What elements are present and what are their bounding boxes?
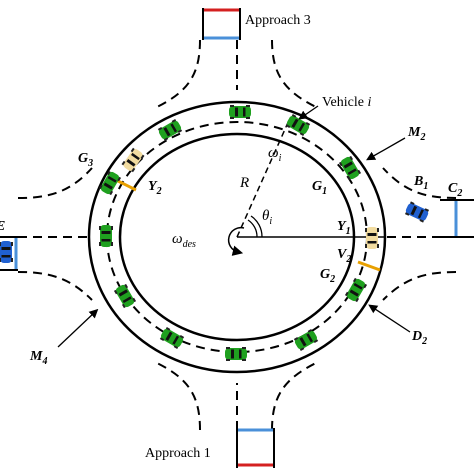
theta-arc-inner [247,219,258,238]
approach-3-lane-right [271,39,319,109]
car-icon [229,105,251,119]
approach-3-lane-left [154,39,201,109]
m4-pointer [57,308,99,348]
approach-1-lane-right [271,361,319,431]
v2-label: V2 [337,247,351,265]
label-pointers [57,105,411,348]
car-icon [113,282,137,310]
rotation-arrow-icon [227,226,245,256]
approach-1-zone [236,428,275,468]
b1-label: B1 [413,174,428,192]
car-icon [365,227,379,249]
theta-arc [250,215,263,238]
approach-3-zone [202,8,241,40]
g2-label: G2 [320,267,335,285]
d2-label: D2 [411,329,427,347]
car-icon [404,201,430,223]
m2-label: M2 [407,125,425,143]
vehicle-label: Vehicle i [322,95,371,110]
approach-3-label: Approach 3 [245,13,311,28]
approach-1-label: Approach 1 [145,446,211,461]
omega-i-label: ωi [268,145,282,164]
car-icon [0,241,13,263]
marker-g2 [357,260,381,272]
radius-label: R [239,175,249,191]
right-approach-zone [440,199,474,238]
left-edge-label: E [0,219,5,234]
marker-y2 [115,178,137,192]
approach-1-lane-left [154,361,201,431]
left-approach-lane-top [17,167,93,199]
vehicles [0,105,430,361]
car-icon [292,328,320,352]
car-icon [158,326,186,350]
c2-label: C2 [448,181,462,199]
theta-i-label: θi [262,208,272,227]
y1-label: Y1 [337,219,351,237]
car-icon [344,276,368,304]
left-approach-zone [0,236,18,271]
omega-des-label: ωdes [172,231,196,250]
right-approach-lane-top [382,167,457,199]
g1-label: G1 [312,179,327,197]
m2-pointer [366,137,406,161]
radius-line [236,117,291,238]
car-icon [99,225,113,247]
m4-label: M4 [29,349,47,367]
right-approach-lane-bottom [382,271,457,301]
y2-label: Y2 [148,179,162,197]
left-approach-lane-bottom [17,271,93,301]
d2-pointer [368,304,411,333]
g3-label: G3 [78,151,93,169]
vehicle-pointer [298,105,319,120]
car-icon [225,347,247,361]
